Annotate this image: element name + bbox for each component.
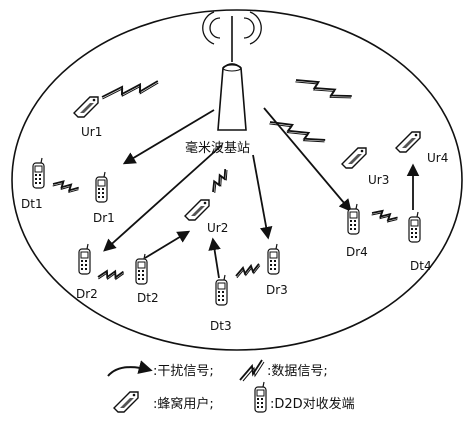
legend-cellular-user: :蜂窝用户; bbox=[153, 396, 214, 412]
d2d-rx-dr4: Dr4 bbox=[346, 203, 368, 259]
legend-phone-icon bbox=[254, 381, 267, 413]
label-ur1: Ur1 bbox=[81, 125, 102, 139]
data-link-bs-ur4 bbox=[293, 74, 354, 105]
legend: :干扰信号; :数据信号; :蜂窝用户; :D2D对收发端 bbox=[107, 359, 355, 413]
label-dr1: Dr1 bbox=[93, 211, 115, 225]
handset-icon bbox=[184, 199, 210, 221]
phone-icon bbox=[408, 211, 421, 243]
label-ur3: Ur3 bbox=[368, 173, 389, 187]
base-station: 毫米波基站 bbox=[185, 11, 262, 156]
handset-icon bbox=[395, 131, 421, 153]
arrow-dt2-to-ur2 bbox=[144, 230, 191, 259]
d2d-tx-dt3: Dt3 bbox=[210, 274, 232, 333]
legend-data: :数据信号; bbox=[267, 364, 328, 379]
handset-icon bbox=[73, 96, 99, 118]
d2d-tx-dt1: Dt1 bbox=[21, 157, 45, 211]
data-link-dt2-dr2 bbox=[96, 266, 126, 284]
legend-handset-icon bbox=[113, 391, 139, 413]
label-dt1: Dt1 bbox=[21, 197, 43, 211]
label-dt2: Dt2 bbox=[137, 291, 159, 305]
legend-interference: :干扰信号; bbox=[153, 364, 214, 379]
label-dr4: Dr4 bbox=[346, 245, 368, 259]
phone-icon bbox=[95, 171, 108, 203]
data-link-bs-ur1 bbox=[99, 77, 161, 104]
phone-icon bbox=[215, 274, 228, 306]
label-dt3: Dt3 bbox=[210, 319, 232, 333]
tower-icon bbox=[217, 63, 247, 131]
cellular-user-ur2: Ur2 bbox=[184, 199, 228, 235]
data-link-dt1-dr1 bbox=[51, 179, 81, 195]
phone-icon bbox=[267, 243, 280, 275]
label-dt4: Dt4 bbox=[410, 259, 432, 273]
label-dr3: Dr3 bbox=[266, 283, 288, 297]
d2d-tx-dt4: Dt4 bbox=[408, 211, 432, 273]
data-link-dt4-dr4 bbox=[370, 208, 400, 225]
legend-d2d-pair: :D2D对收发端 bbox=[270, 396, 355, 412]
arrow-bs-to-dr1 bbox=[122, 109, 215, 165]
phone-icon bbox=[32, 157, 45, 189]
label-ur4: Ur4 bbox=[427, 151, 448, 165]
cellular-user-ur3: Ur3 bbox=[341, 147, 389, 187]
cell-boundary bbox=[11, 9, 463, 351]
legend-zigzag-icon bbox=[239, 359, 265, 382]
d2d-rx-dr1: Dr1 bbox=[93, 171, 115, 225]
antenna-waves-icon bbox=[202, 11, 262, 45]
d2d-rx-dr2: Dr2 bbox=[76, 243, 98, 301]
label-ur2: Ur2 bbox=[207, 221, 228, 235]
d2d-rx-dr3: Dr3 bbox=[266, 243, 288, 297]
d2d-tx-dt2: Dt2 bbox=[135, 253, 159, 305]
arrow-dt3-to-ur2 bbox=[208, 237, 221, 279]
arrow-bs-to-dr3 bbox=[252, 154, 273, 240]
handset-icon bbox=[341, 147, 367, 169]
cellular-user-ur1: Ur1 bbox=[73, 96, 102, 139]
phone-icon bbox=[78, 243, 91, 275]
data-link-dt3-dr3 bbox=[233, 259, 263, 283]
arrow-bs-to-dr2 bbox=[103, 144, 223, 252]
legend-arrow-icon bbox=[107, 360, 153, 377]
data-link-bs-ur2 bbox=[208, 166, 232, 196]
label-dr2: Dr2 bbox=[76, 287, 98, 301]
cellular-user-ur4: Ur4 bbox=[395, 131, 448, 165]
